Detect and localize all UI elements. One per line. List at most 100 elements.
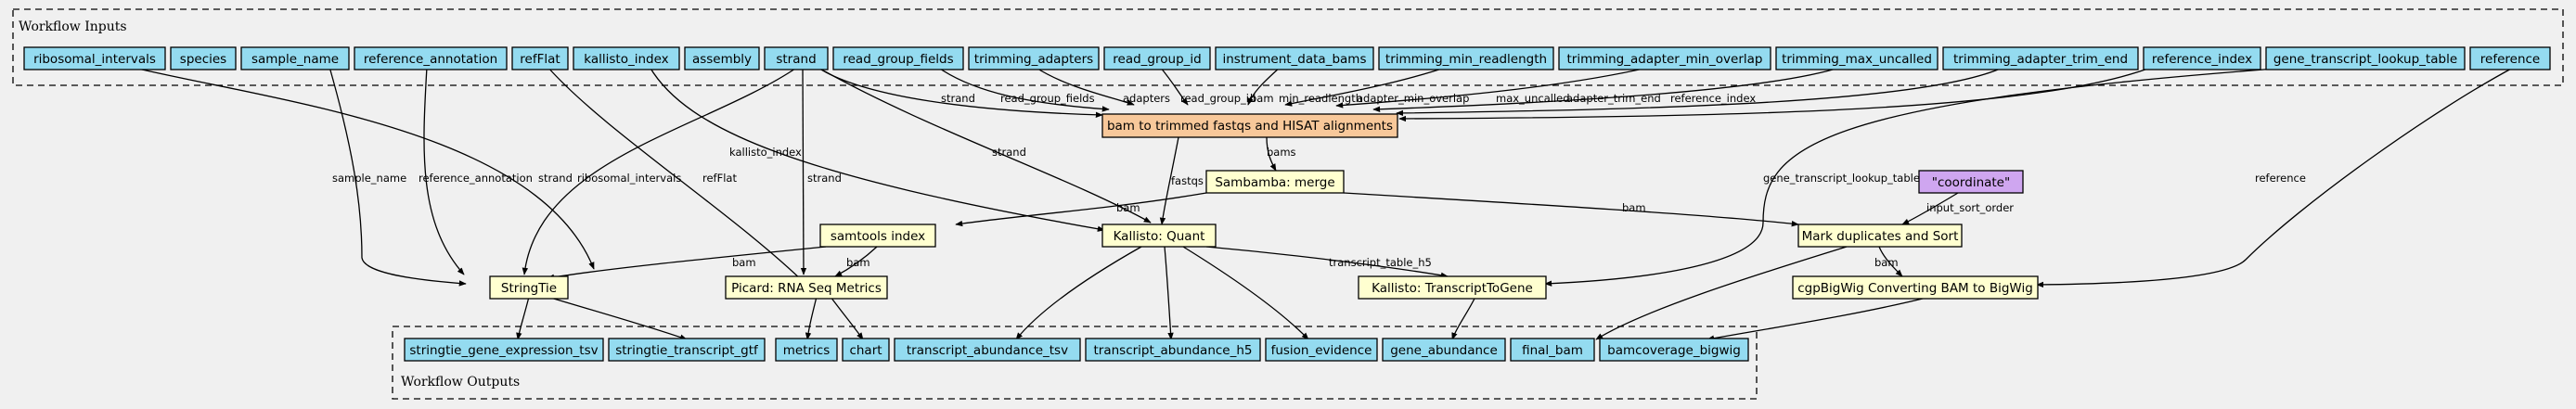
step-stringtie[interactable]: StringTie xyxy=(489,275,569,300)
edge-sample-name-to-stringtie xyxy=(328,66,467,287)
edge-adapter-trim-end-to-bam-trimmed xyxy=(1396,66,2005,117)
edge-cgpbigwig-to-bigwig xyxy=(1707,296,1931,341)
svg-text:cgpBigWig Converting BAM to Bi: cgpBigWig Converting BAM to BigWig xyxy=(1797,281,2033,296)
edge-label-bam-input: bam xyxy=(1250,92,1274,105)
edge-quant-to-fusion xyxy=(1182,246,1309,340)
edge-label-read-group-fields: read_group_fields xyxy=(1000,92,1095,105)
input-assembly[interactable]: assembly xyxy=(684,46,760,70)
svg-text:stringtie_transcript_gtf: stringtie_transcript_gtf xyxy=(615,343,759,358)
edge-reference-to-cgpbigwig xyxy=(2036,66,2516,288)
step-kallisto-quant[interactable]: Kallisto: Quant xyxy=(1101,224,1217,248)
svg-text:bamcoverage_bigwig: bamcoverage_bigwig xyxy=(1607,343,1741,358)
output-transcript-abundance-tsv[interactable]: transcript_abundance_tsv xyxy=(894,338,1081,362)
input-read-group-fields[interactable]: read_group_fields xyxy=(832,46,964,70)
edge-reference-annotation-to-stringtie xyxy=(423,66,465,275)
step-picard-rnaseq-metrics[interactable]: Picard: RNA Seq Metrics xyxy=(725,275,888,300)
svg-text:Picard: RNA Seq Metrics: Picard: RNA Seq Metrics xyxy=(731,281,882,296)
edge-label-min-readlength: min_readlength xyxy=(1279,92,1362,105)
svg-text:samtools index: samtools index xyxy=(831,229,925,244)
svg-text:kallisto_index: kallisto_index xyxy=(584,52,668,67)
output-nodes-layer: stringtie_gene_expression_tsv stringtie_… xyxy=(404,338,1749,362)
workflow-inputs-cluster: Workflow Inputs xyxy=(12,8,2564,86)
output-transcript-abundance-h5[interactable]: transcript_abundance_h5 xyxy=(1085,338,1261,362)
output-final-bam[interactable]: final_bam xyxy=(1510,338,1595,362)
edge-stringtie-to-transcript-gtf xyxy=(547,296,688,340)
output-stringtie-transcript-gtf[interactable]: stringtie_transcript_gtf xyxy=(608,338,766,362)
svg-text:Kallisto: Quant: Kallisto: Quant xyxy=(1114,229,1205,244)
input-trimming-adapter-trim-end[interactable]: trimming_adapter_trim_end xyxy=(1942,46,2139,70)
edge-strand-to-picard xyxy=(800,66,807,275)
output-metrics[interactable]: metrics xyxy=(775,338,838,362)
edge-label-bam-picard: bam xyxy=(846,256,870,269)
input-species[interactable]: species xyxy=(170,46,237,70)
svg-text:StringTie: StringTie xyxy=(501,281,557,296)
svg-text:trimming_adapters: trimming_adapters xyxy=(974,52,1093,67)
edge-refflat-to-picard xyxy=(547,66,806,285)
input-sample-name[interactable]: sample_name xyxy=(240,46,350,70)
edge-quant-to-t2g xyxy=(1205,246,1449,278)
step-cgpbigwig[interactable]: cgpBigWig Converting BAM to BigWig xyxy=(1792,275,2039,300)
output-bamcoverage-bigwig[interactable]: bamcoverage_bigwig xyxy=(1599,338,1749,362)
edge-label-reference-annotation: reference_annotation xyxy=(419,172,533,185)
edge-label-lookup-table: gene_transcript_lookup_table xyxy=(1763,172,1920,185)
param-coordinate[interactable]: "coordinate" xyxy=(1918,170,2024,194)
svg-text:trimming_min_readlength: trimming_min_readlength xyxy=(1385,52,1547,67)
svg-text:instrument_data_bams: instrument_data_bams xyxy=(1223,52,1367,67)
svg-text:strand: strand xyxy=(776,52,816,67)
input-strand[interactable]: strand xyxy=(764,46,829,70)
edge-read-group-fields-to-bam-trimmed xyxy=(936,66,1110,112)
edge-markdup-to-final-bam xyxy=(1595,246,1848,340)
output-fusion-evidence[interactable]: fusion_evidence xyxy=(1265,338,1378,362)
input-reference[interactable]: reference xyxy=(2469,46,2551,70)
step-kallisto-transcript-to-gene[interactable]: Kallisto: TranscriptToGene xyxy=(1358,275,1547,300)
svg-text:Sambamba: merge: Sambamba: merge xyxy=(1215,175,1334,190)
svg-text:gene_abundance: gene_abundance xyxy=(1390,343,1498,358)
input-reference-index[interactable]: reference_index xyxy=(2143,46,2261,70)
svg-text:species: species xyxy=(180,52,226,67)
edge-instrument-bams-to-bam-trimmed xyxy=(1247,66,1282,106)
edge-samtools-to-picard xyxy=(834,246,878,277)
input-gene-transcript-lookup-table[interactable]: gene_transcript_lookup_table xyxy=(2265,46,2466,70)
input-trimming-adapter-min-overlap[interactable]: trimming_adapter_min_overlap xyxy=(1558,46,1771,70)
edge-label-max-uncalled: max_uncalled xyxy=(1496,92,1570,105)
input-refflat[interactable]: refFlat xyxy=(511,46,569,70)
edge-label-refflat: refFlat xyxy=(702,172,737,185)
input-trimming-min-readlength[interactable]: trimming_min_readlength xyxy=(1378,46,1554,70)
output-gene-abundance[interactable]: gene_abundance xyxy=(1382,338,1506,362)
input-trimming-adapters[interactable]: trimming_adapters xyxy=(968,46,1100,70)
svg-text:read_group_fields: read_group_fields xyxy=(843,52,953,67)
edge-label-adapter-trim-end: adapter_trim_end xyxy=(1566,92,1661,105)
step-samtools-index[interactable]: samtools index xyxy=(819,224,936,248)
svg-text:transcript_abundance_h5: transcript_abundance_h5 xyxy=(1093,343,1252,358)
edge-label-bams: bams xyxy=(1267,146,1296,159)
edge-adapter-min-overlap-to-bam-trimmed xyxy=(1335,66,1653,109)
workflow-outputs-label: Workflow Outputs xyxy=(401,375,520,390)
svg-text:stringtie_gene_expression_tsv: stringtie_gene_expression_tsv xyxy=(409,343,598,358)
input-kallisto-index[interactable]: kallisto_index xyxy=(573,46,680,70)
svg-text:bam to trimmed fastqs and HISA: bam to trimmed fastqs and HISAT alignmen… xyxy=(1107,119,1393,134)
edge-label-input-sort-order: input_sort_order xyxy=(1926,201,2014,214)
svg-text:trimming_max_uncalled: trimming_max_uncalled xyxy=(1782,52,1932,67)
edge-samtools-to-stringtie xyxy=(547,246,827,280)
edge-label-ribosomal-intervals: ribosomal_intervals xyxy=(577,172,681,185)
step-bam-to-trimmed-fastqs[interactable]: bam to trimmed fastqs and HISAT alignmen… xyxy=(1101,113,1398,138)
edge-coordinate-to-markdup xyxy=(1901,192,1959,225)
step-sambamba-merge[interactable]: Sambamba: merge xyxy=(1205,170,1345,194)
edge-label-strand-picard: strand xyxy=(807,172,842,185)
output-chart[interactable]: chart xyxy=(842,338,890,362)
edge-min-readlength-to-bam-trimmed xyxy=(1284,66,1449,107)
input-read-group-id[interactable]: read_group_id xyxy=(1103,46,1211,70)
svg-text:transcript_abundance_tsv: transcript_abundance_tsv xyxy=(907,343,1068,358)
output-stringtie-gene-expression-tsv[interactable]: stringtie_gene_expression_tsv xyxy=(404,338,604,362)
edge-label-adapters: adapters xyxy=(1123,92,1170,105)
input-instrument-data-bams[interactable]: instrument_data_bams xyxy=(1215,46,1374,70)
edge-strand-to-quant xyxy=(816,66,1152,224)
svg-text:read_group_id: read_group_id xyxy=(1113,52,1201,67)
svg-text:"coordinate": "coordinate" xyxy=(1932,175,2010,190)
input-trimming-max-uncalled[interactable]: trimming_max_uncalled xyxy=(1775,46,1938,70)
input-nodes-layer: ribosomal_intervals species sample_name … xyxy=(23,46,2551,70)
input-reference-annotation[interactable]: reference_annotation xyxy=(354,46,508,70)
step-mark-duplicates-sort[interactable]: Mark duplicates and Sort xyxy=(1797,224,1963,248)
input-ribosomal-intervals[interactable]: ribosomal_intervals xyxy=(23,46,166,70)
edge-lookup-table-to-t2g xyxy=(1544,66,2302,287)
